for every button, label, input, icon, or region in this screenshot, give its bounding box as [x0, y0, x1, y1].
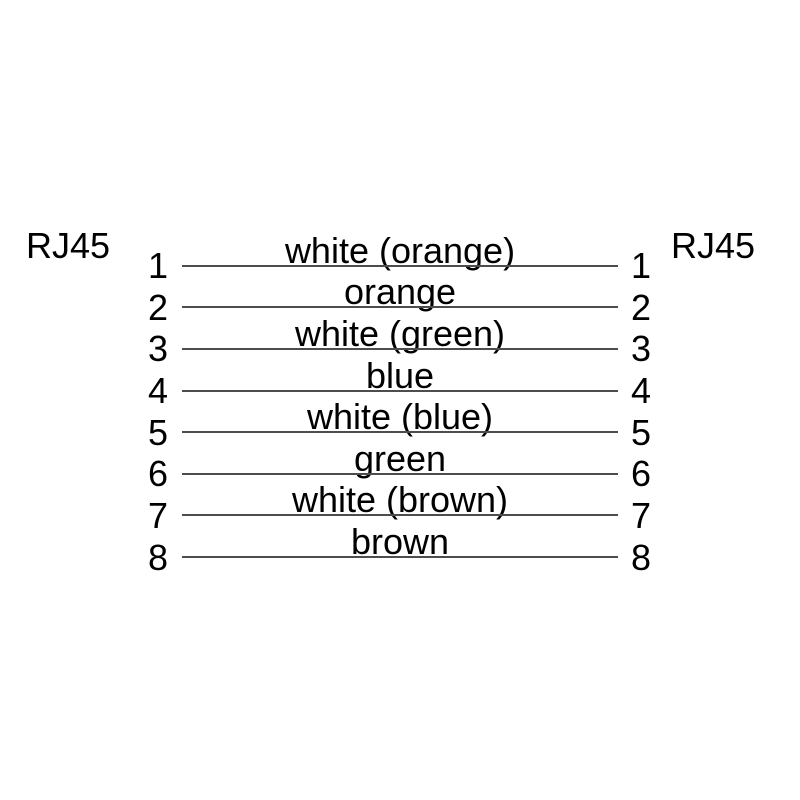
right-pin-number: 1 — [631, 245, 652, 287]
pin-row-7: 7 white (brown) 7 — [148, 475, 651, 534]
right-pin-number: 7 — [631, 494, 652, 536]
pin-row-6: 6 green 6 — [148, 433, 651, 492]
left-pin-number: 2 — [147, 286, 168, 328]
left-pin-number: 8 — [147, 536, 168, 578]
pin-row-1: 1 white (orange) 1 — [148, 225, 651, 284]
left-pin-number: 6 — [147, 453, 168, 495]
wire-color-label: white (brown) — [291, 479, 509, 521]
pin-row-5: 5 white (blue) 5 — [148, 392, 651, 451]
wire-color-label: white (green) — [294, 312, 506, 354]
left-pin-number: 7 — [147, 494, 168, 536]
pin-row-2: 2 orange 2 — [148, 267, 651, 326]
wire-line — [182, 347, 618, 350]
wire-line — [182, 306, 618, 309]
wire-line — [182, 431, 618, 434]
left-pin-number: 3 — [147, 328, 168, 370]
right-pin-number: 5 — [631, 411, 652, 453]
wire-color-label: blue — [365, 354, 435, 396]
right-connector-label: RJ45 — [670, 225, 756, 266]
left-pin-number: 5 — [147, 411, 168, 453]
left-connector-label: RJ45 — [25, 225, 111, 266]
pin-rows: 1 white (orange) 1 2 orange 2 3 white (g… — [148, 225, 651, 576]
wire-color-label: orange — [343, 271, 457, 313]
wire-color-label: white (orange) — [284, 229, 516, 271]
wire-color-label: brown — [350, 521, 450, 562]
wire-line — [182, 556, 618, 558]
right-pin-number: 3 — [631, 328, 652, 370]
pin-row-3: 3 white (green) 3 — [148, 308, 651, 367]
right-pin-number: 2 — [631, 286, 652, 328]
pin-row-4: 4 blue 4 — [148, 350, 651, 409]
wire-line — [182, 264, 618, 267]
left-pin-number: 4 — [147, 370, 168, 411]
wire-color-label: white (blue) — [306, 396, 494, 438]
left-pin-number: 1 — [147, 245, 168, 287]
wire-line — [182, 389, 618, 392]
pin-row-8: 8 brown 8 — [148, 516, 651, 576]
wire-color-label: green — [353, 437, 447, 479]
wire-line — [182, 472, 618, 475]
wire-line — [182, 514, 618, 517]
right-pin-number: 6 — [631, 453, 652, 495]
right-pin-number: 4 — [631, 370, 652, 411]
right-pin-number: 8 — [631, 536, 652, 578]
